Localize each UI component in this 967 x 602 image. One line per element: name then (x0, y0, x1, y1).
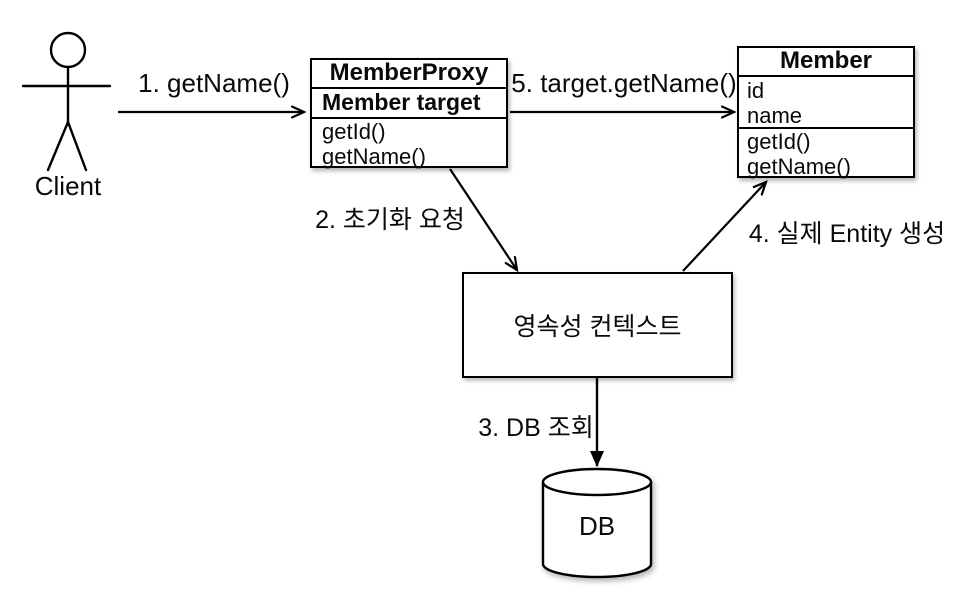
db-label: DB (578, 511, 616, 541)
class-method: getName() (747, 154, 851, 179)
arrow-step5-label: 5. target.getName() (511, 68, 737, 98)
class-attribute: name (747, 103, 803, 128)
class-title: Member (739, 48, 913, 77)
class-box-member: Member id name getId() getName() (737, 46, 915, 179)
arrow-step2-label: 2. 초기화 요청 (315, 206, 465, 234)
persistence-context-label: 영속성 컨텍스트 (513, 313, 682, 341)
arrow-step2-line (449, 168, 517, 270)
arrow-step4-line (682, 182, 766, 272)
client-actor-label: Client (34, 171, 102, 201)
arrow-step3-label: 3. DB 조회 (478, 414, 594, 442)
persistence-context-box: 영속성 컨텍스트 (462, 272, 733, 378)
arrow-step1-label: 1. getName() (138, 68, 290, 98)
class-attribute: id (747, 78, 765, 103)
class-method: getId() (322, 119, 386, 144)
class-method: getId() (747, 129, 811, 154)
class-attribute: Member target (312, 89, 506, 119)
client-actor-icon (21, 31, 112, 172)
arrow-step4-label: 4. 실제 Entity 생성 (748, 220, 946, 248)
class-title: MemberProxy (312, 60, 506, 89)
class-method: getName() (322, 144, 426, 169)
class-box-member-proxy: MemberProxy Member target getId() getNam… (310, 58, 508, 169)
db-cylinder-icon (541, 467, 653, 579)
